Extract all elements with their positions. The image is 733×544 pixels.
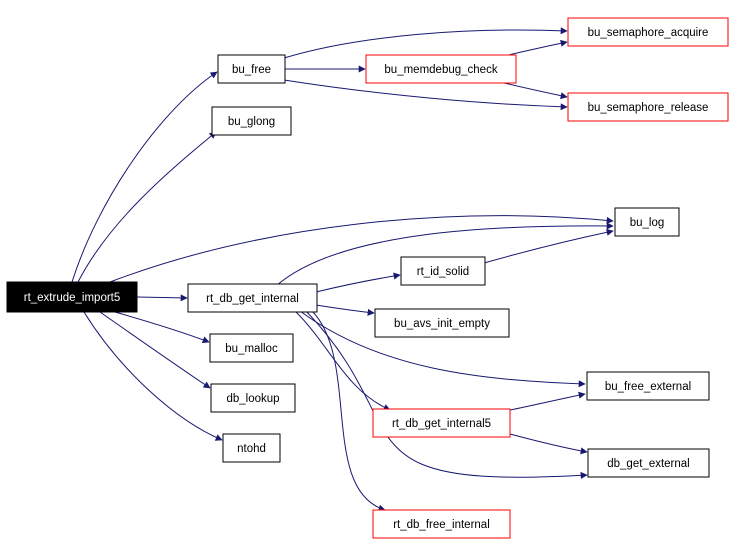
edge-rt-db-get-internal-to-rt-id-solid xyxy=(315,272,401,293)
edges xyxy=(71,27,614,512)
edge-rt-extrude-import5-to-db-lookup xyxy=(99,311,211,389)
node-label: rt_id_solid xyxy=(417,266,469,278)
edge-rt-db-get-internal-to-bu-free-external xyxy=(299,310,586,388)
edge-rt-db-get-internal-to-db-get-external xyxy=(305,310,588,479)
node-rt-extrude-import5[interactable]: rt_extrude_import5 xyxy=(6,281,138,313)
node-label: rt_extrude_import5 xyxy=(24,292,121,304)
node-bu-free-external[interactable]: bu_free_external xyxy=(586,371,710,401)
node-ntohd[interactable]: ntohd xyxy=(222,433,281,463)
node-bu-semaphore-acquire[interactable]: bu_semaphore_acquire xyxy=(567,17,729,47)
edge-rt-db-get-internal-to-bu-avs-init-empty xyxy=(315,304,375,316)
node-label: bu_glong xyxy=(228,116,275,128)
node-rt-db-get-internal5[interactable]: rt_db_get_internal5 xyxy=(372,408,511,438)
edge-rt-db-get-internal-to-rt-db-free-internal xyxy=(311,310,386,512)
node-label: bu_free xyxy=(232,64,271,76)
node-bu-log[interactable]: bu_log xyxy=(614,207,680,237)
node-rt-db-free-internal[interactable]: rt_db_free_internal xyxy=(372,509,511,539)
edge-rt-id-solid-to-bu-log xyxy=(483,228,614,264)
node-bu-semaphore-release[interactable]: bu_semaphore_release xyxy=(567,92,729,122)
edge-rt-extrude-import5-to-rt-db-get-internal xyxy=(136,294,188,302)
edge-bu-free-to-bu-semaphore-release xyxy=(283,79,568,111)
node-db-lookup[interactable]: db_lookup xyxy=(210,383,296,413)
edge-rt-extrude-import5-to-bu-free xyxy=(71,71,218,283)
node-bu-avs-init-empty[interactable]: bu_avs_init_empty xyxy=(374,308,510,338)
node-db-get-external[interactable]: db_get_external xyxy=(587,448,710,478)
edge-rt-db-get-internal5-to-db-get-external xyxy=(509,433,588,455)
node-rt-id-solid[interactable]: rt_id_solid xyxy=(400,256,486,286)
node-bu-memdebug-check[interactable]: bu_memdebug_check xyxy=(365,54,517,84)
edge-rt-extrude-import5-to-bu-log xyxy=(109,215,614,283)
node-label: rt_db_free_internal xyxy=(393,519,490,531)
edge-rt-db-get-internal-to-rt-db-get-internal5 xyxy=(294,310,391,411)
node-label: rt_db_get_internal xyxy=(206,293,299,305)
node-label: bu_memdebug_check xyxy=(384,64,497,76)
node-label: rt_db_get_internal5 xyxy=(392,418,491,430)
node-label: ntohd xyxy=(237,443,266,455)
node-rt-db-get-internal[interactable]: rt_db_get_internal xyxy=(187,283,318,313)
edge-bu-memdebug-check-to-bu-semaphore-release xyxy=(499,81,568,100)
node-label: bu_malloc xyxy=(225,343,278,355)
node-bu-malloc[interactable]: bu_malloc xyxy=(209,333,294,363)
node-label: db_get_external xyxy=(607,458,689,470)
edge-rt-extrude-import5-to-bu-glong xyxy=(77,131,217,283)
edge-rt-db-get-internal5-to-bu-free-external xyxy=(509,391,586,411)
node-bu-free[interactable]: bu_free xyxy=(217,54,286,84)
node-label: bu_log xyxy=(630,217,665,229)
edge-rt-extrude-import5-to-ntohd xyxy=(83,311,223,441)
node-bu-glong[interactable]: bu_glong xyxy=(211,106,292,136)
node-label: bu_free_external xyxy=(605,381,691,393)
node-label: db_lookup xyxy=(226,393,279,405)
edge-rt-extrude-import5-to-bu-malloc xyxy=(114,311,210,344)
edge-bu-free-to-bu-semaphore-acquire xyxy=(283,27,568,59)
edge-rt-db-get-internal-to-bu-log xyxy=(275,222,614,287)
node-label: bu_semaphore_acquire xyxy=(588,27,709,39)
node-label: bu_avs_init_empty xyxy=(394,318,490,330)
node-label: bu_semaphore_release xyxy=(588,102,709,114)
